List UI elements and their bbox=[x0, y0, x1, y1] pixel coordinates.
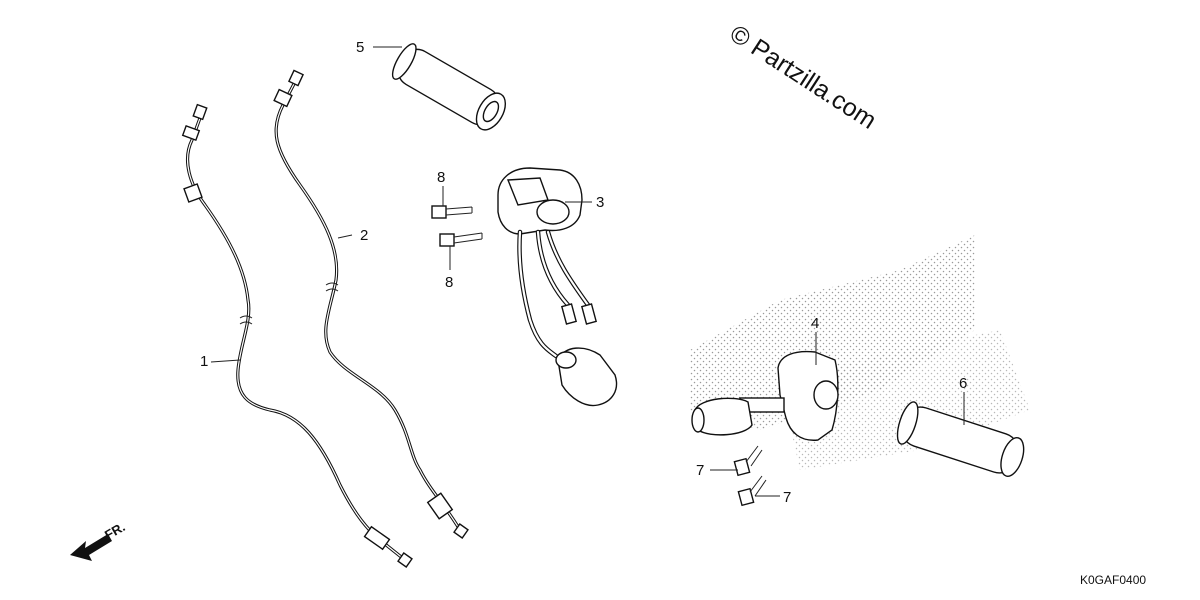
callout-8-upper: 8 bbox=[437, 169, 445, 186]
callout-5: 5 bbox=[356, 39, 364, 56]
callout-7-upper: 7 bbox=[696, 462, 704, 479]
callout-2: 2 bbox=[360, 227, 368, 244]
part-2-cable bbox=[273, 69, 469, 539]
front-arrow-icon bbox=[70, 534, 112, 561]
callout-8-lower: 8 bbox=[445, 274, 453, 291]
watermark-text: © Partzilla.com bbox=[725, 20, 882, 135]
part-6-grip bbox=[896, 401, 1025, 477]
callout-4: 4 bbox=[811, 315, 819, 332]
part-1-cable bbox=[181, 103, 413, 568]
part-3-switch-housing bbox=[497, 167, 618, 407]
part-5-grip bbox=[391, 43, 507, 131]
leader-lines bbox=[210, 46, 965, 497]
part-7-bolt-lower bbox=[737, 475, 767, 507]
callout-3: 3 bbox=[596, 194, 604, 211]
callout-6: 6 bbox=[959, 375, 967, 392]
part-8-bolt-lower bbox=[439, 232, 483, 247]
front-indicator: FR. bbox=[70, 519, 128, 561]
callout-7-lower: 7 bbox=[783, 489, 791, 506]
part-7-bolt-upper bbox=[733, 445, 763, 477]
stipple-shading-upper bbox=[690, 235, 975, 430]
part-4-switch-housing bbox=[691, 350, 839, 441]
stipple-shading-lower bbox=[780, 330, 1030, 470]
diagram-code: K0GAF0400 bbox=[1080, 573, 1146, 587]
callout-1: 1 bbox=[200, 353, 208, 370]
part-8-bolt-upper bbox=[431, 205, 473, 219]
